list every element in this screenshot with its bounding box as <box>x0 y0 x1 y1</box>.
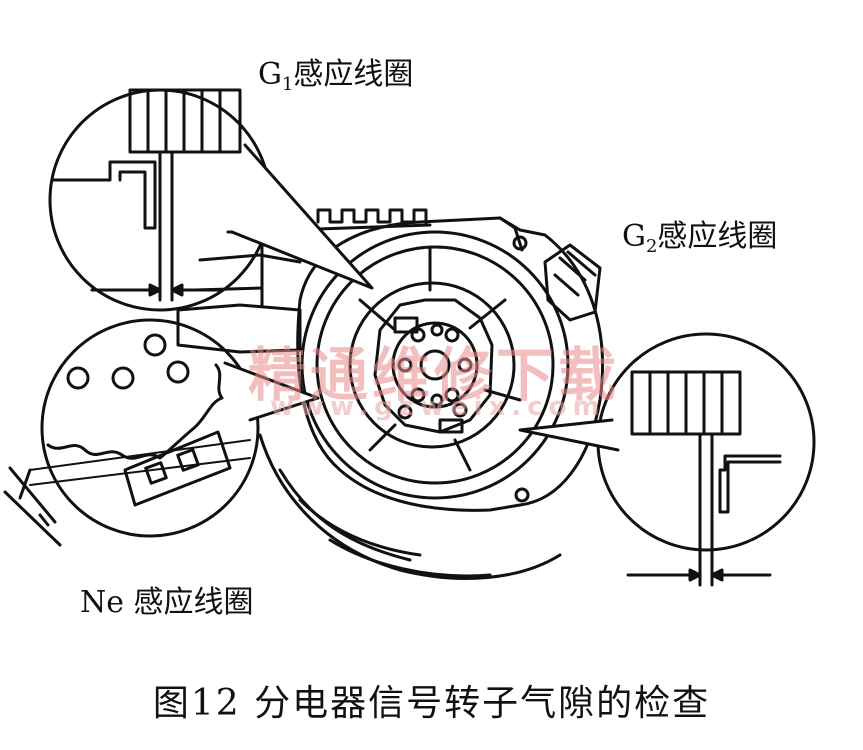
ne-detail-bubble <box>3 318 320 547</box>
g1-detail-bubble <box>48 88 374 312</box>
g2-coil-block <box>543 243 602 322</box>
g2-coil-label: G2感应线圈 <box>622 222 777 256</box>
g1-text: 感应线圈 <box>293 57 414 92</box>
g1-coil-label: G1感应线圈 <box>258 60 413 94</box>
signal-rotor <box>373 298 494 434</box>
g1-letter: G <box>258 57 282 92</box>
g1-subscript: 1 <box>281 74 294 95</box>
watermark-text: 精通维修下载 <box>248 341 621 409</box>
g2-letter: G <box>622 219 646 254</box>
watermark-url: www.gzweix.com <box>270 392 606 422</box>
g2-detail-bubble <box>518 332 816 587</box>
figure-caption: 图12 分电器信号转子气隙的检查 <box>152 683 711 724</box>
g2-text: 感应线圈 <box>657 219 778 254</box>
g2-subscript: 2 <box>645 236 658 257</box>
lower-housing-curves <box>258 433 562 580</box>
ne-coil-label: Ne 感应线圈 <box>80 585 254 620</box>
